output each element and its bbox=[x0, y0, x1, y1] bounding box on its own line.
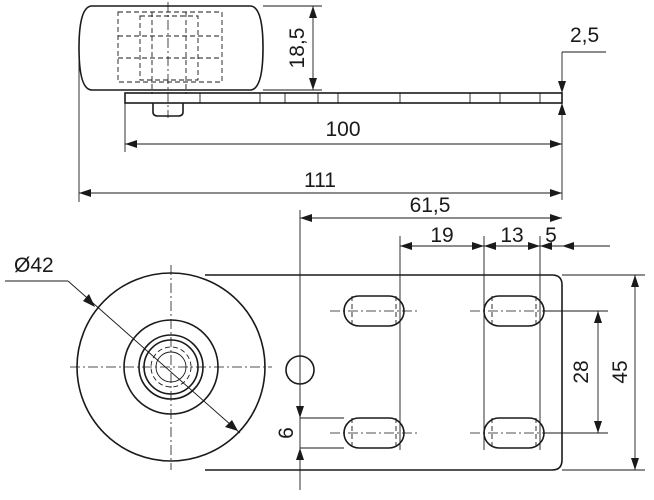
roller-body bbox=[78, 5, 264, 91]
dim-wheel-diameter: Ø42 bbox=[14, 254, 54, 277]
front-view: Ø42 bbox=[5, 194, 645, 490]
hidden-bearing bbox=[139, 15, 199, 81]
dim-plate-length: 100 bbox=[325, 118, 360, 141]
dim-plate-height: 45 bbox=[609, 360, 632, 383]
slot-bottom-left bbox=[330, 417, 418, 449]
dim-edge-offset: 5 bbox=[545, 224, 557, 247]
dim-plate-thickness: 2,5 bbox=[570, 24, 599, 47]
hidden-hub-outline bbox=[117, 11, 223, 83]
slot-top-left bbox=[330, 295, 418, 327]
dim-slot-width: 6 bbox=[275, 427, 298, 439]
rivet-head bbox=[152, 103, 184, 117]
dim-roller-height: 18,5 bbox=[286, 28, 309, 69]
top-view: 18,5 2,5 100 111 bbox=[78, 2, 606, 202]
mounting-plate-front bbox=[205, 274, 563, 471]
bearing-ring bbox=[143, 339, 199, 395]
dim-hole-offset: 61,5 bbox=[410, 194, 451, 217]
dim-overall-length: 111 bbox=[304, 169, 336, 192]
dim-slot-pitch: 28 bbox=[570, 360, 593, 383]
dia-arrow-1 bbox=[83, 294, 95, 307]
mounting-plate-side bbox=[124, 92, 563, 104]
dia-arrow-2 bbox=[225, 420, 238, 431]
dim-slot-spacing-b: 13 bbox=[500, 224, 523, 247]
dim-slot-spacing-a: 19 bbox=[430, 224, 453, 247]
